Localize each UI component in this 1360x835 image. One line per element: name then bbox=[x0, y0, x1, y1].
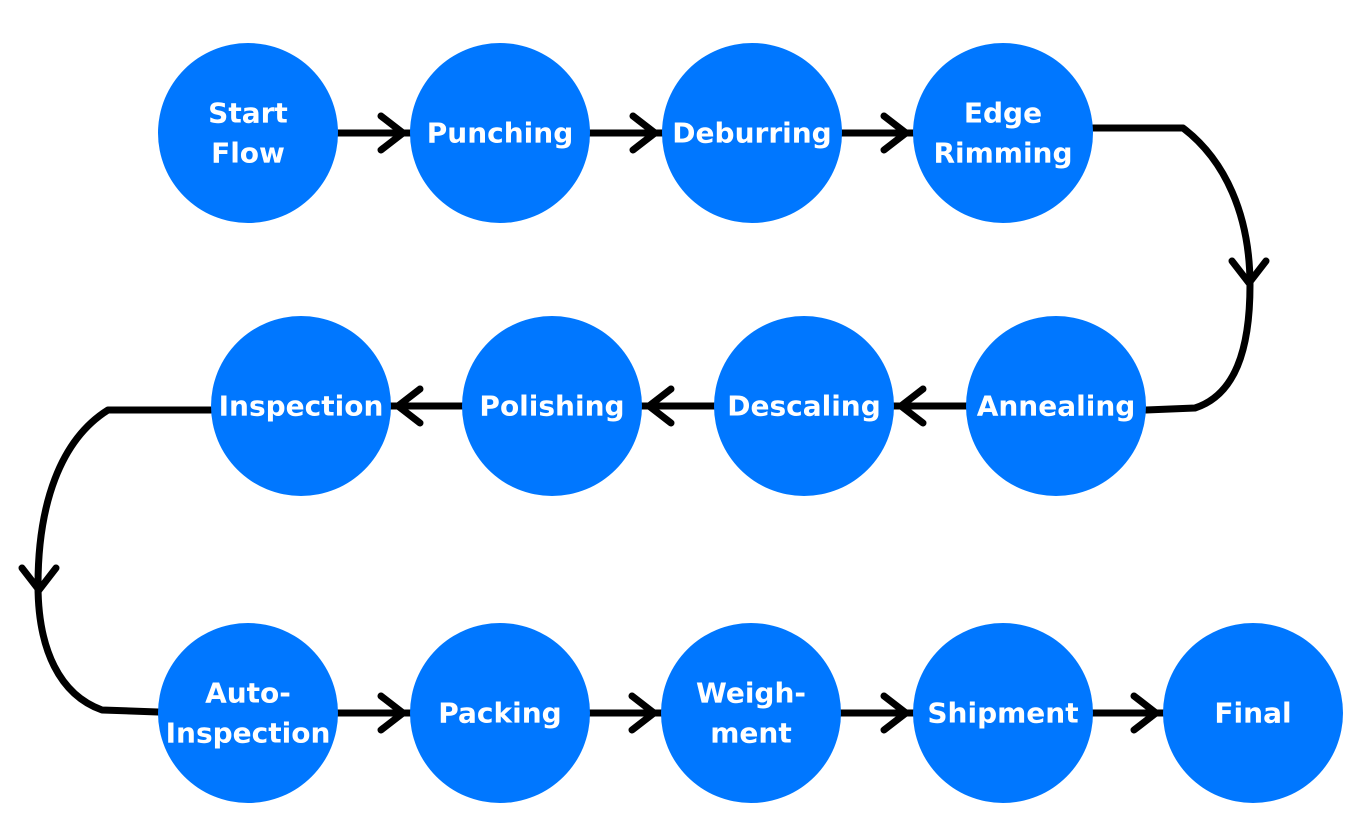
connector-arrow-7 bbox=[377, 692, 407, 734]
step-auto-inspection: Auto- Inspection bbox=[158, 623, 338, 803]
step-punching: Punching bbox=[410, 43, 590, 223]
step-label: Packing bbox=[438, 697, 561, 730]
step-shipment: Shipment bbox=[913, 623, 1093, 803]
step-descaling: Descaling bbox=[714, 316, 894, 496]
step-circle bbox=[410, 43, 590, 223]
step-label: ment bbox=[710, 717, 791, 750]
step-circle bbox=[410, 623, 590, 803]
step-label: Rimming bbox=[933, 137, 1072, 170]
step-label: Flow bbox=[211, 137, 285, 170]
step-label: Deburring bbox=[672, 117, 831, 150]
step-circle bbox=[158, 623, 338, 803]
step-label: Annealing bbox=[977, 390, 1136, 423]
step-label: Punching bbox=[427, 117, 574, 150]
connector-arrow-4 bbox=[897, 385, 927, 427]
connectors bbox=[18, 112, 1270, 734]
step-label: Descaling bbox=[727, 390, 881, 423]
step-inspection: Inspection bbox=[211, 316, 391, 496]
connector-arrow-5 bbox=[645, 385, 675, 427]
step-circle bbox=[661, 623, 841, 803]
step-circle bbox=[913, 43, 1093, 223]
step-circle bbox=[966, 316, 1146, 496]
step-final: Final bbox=[1163, 623, 1343, 803]
step-label: Final bbox=[1214, 697, 1291, 730]
step-label: Shipment bbox=[927, 697, 1078, 730]
step-label: Inspection bbox=[166, 717, 331, 750]
step-label: Inspection bbox=[219, 390, 384, 423]
step-weighment: Weigh-ment bbox=[661, 623, 841, 803]
connector-arrow-6 bbox=[394, 385, 424, 427]
connector-arrow-curve-left bbox=[18, 564, 60, 594]
step-label: Polishing bbox=[479, 390, 624, 423]
connector-arrow-9 bbox=[880, 692, 910, 734]
step-circle bbox=[462, 316, 642, 496]
step-label: Weigh- bbox=[696, 677, 806, 710]
step-deburring: Deburring bbox=[662, 43, 842, 223]
connector-arrow-curve-right bbox=[1228, 257, 1270, 287]
step-circle bbox=[662, 43, 842, 223]
step-packing: Packing bbox=[410, 623, 590, 803]
step-label: Start bbox=[208, 97, 288, 130]
connector-arrow-3 bbox=[880, 112, 910, 154]
step-label: Auto- bbox=[205, 677, 291, 710]
connector-arrow-8 bbox=[628, 692, 658, 734]
step-circle bbox=[714, 316, 894, 496]
step-circle bbox=[211, 316, 391, 496]
connector-arrow-10 bbox=[1130, 692, 1160, 734]
connector-arrow-2 bbox=[629, 112, 659, 154]
connector-arrow-1 bbox=[377, 112, 407, 154]
step-circle bbox=[1163, 623, 1343, 803]
step-annealing: Annealing bbox=[966, 316, 1146, 496]
step-circle bbox=[158, 43, 338, 223]
step-label: Edge bbox=[964, 97, 1042, 130]
step-polishing: Polishing bbox=[462, 316, 642, 496]
step-circle bbox=[913, 623, 1093, 803]
